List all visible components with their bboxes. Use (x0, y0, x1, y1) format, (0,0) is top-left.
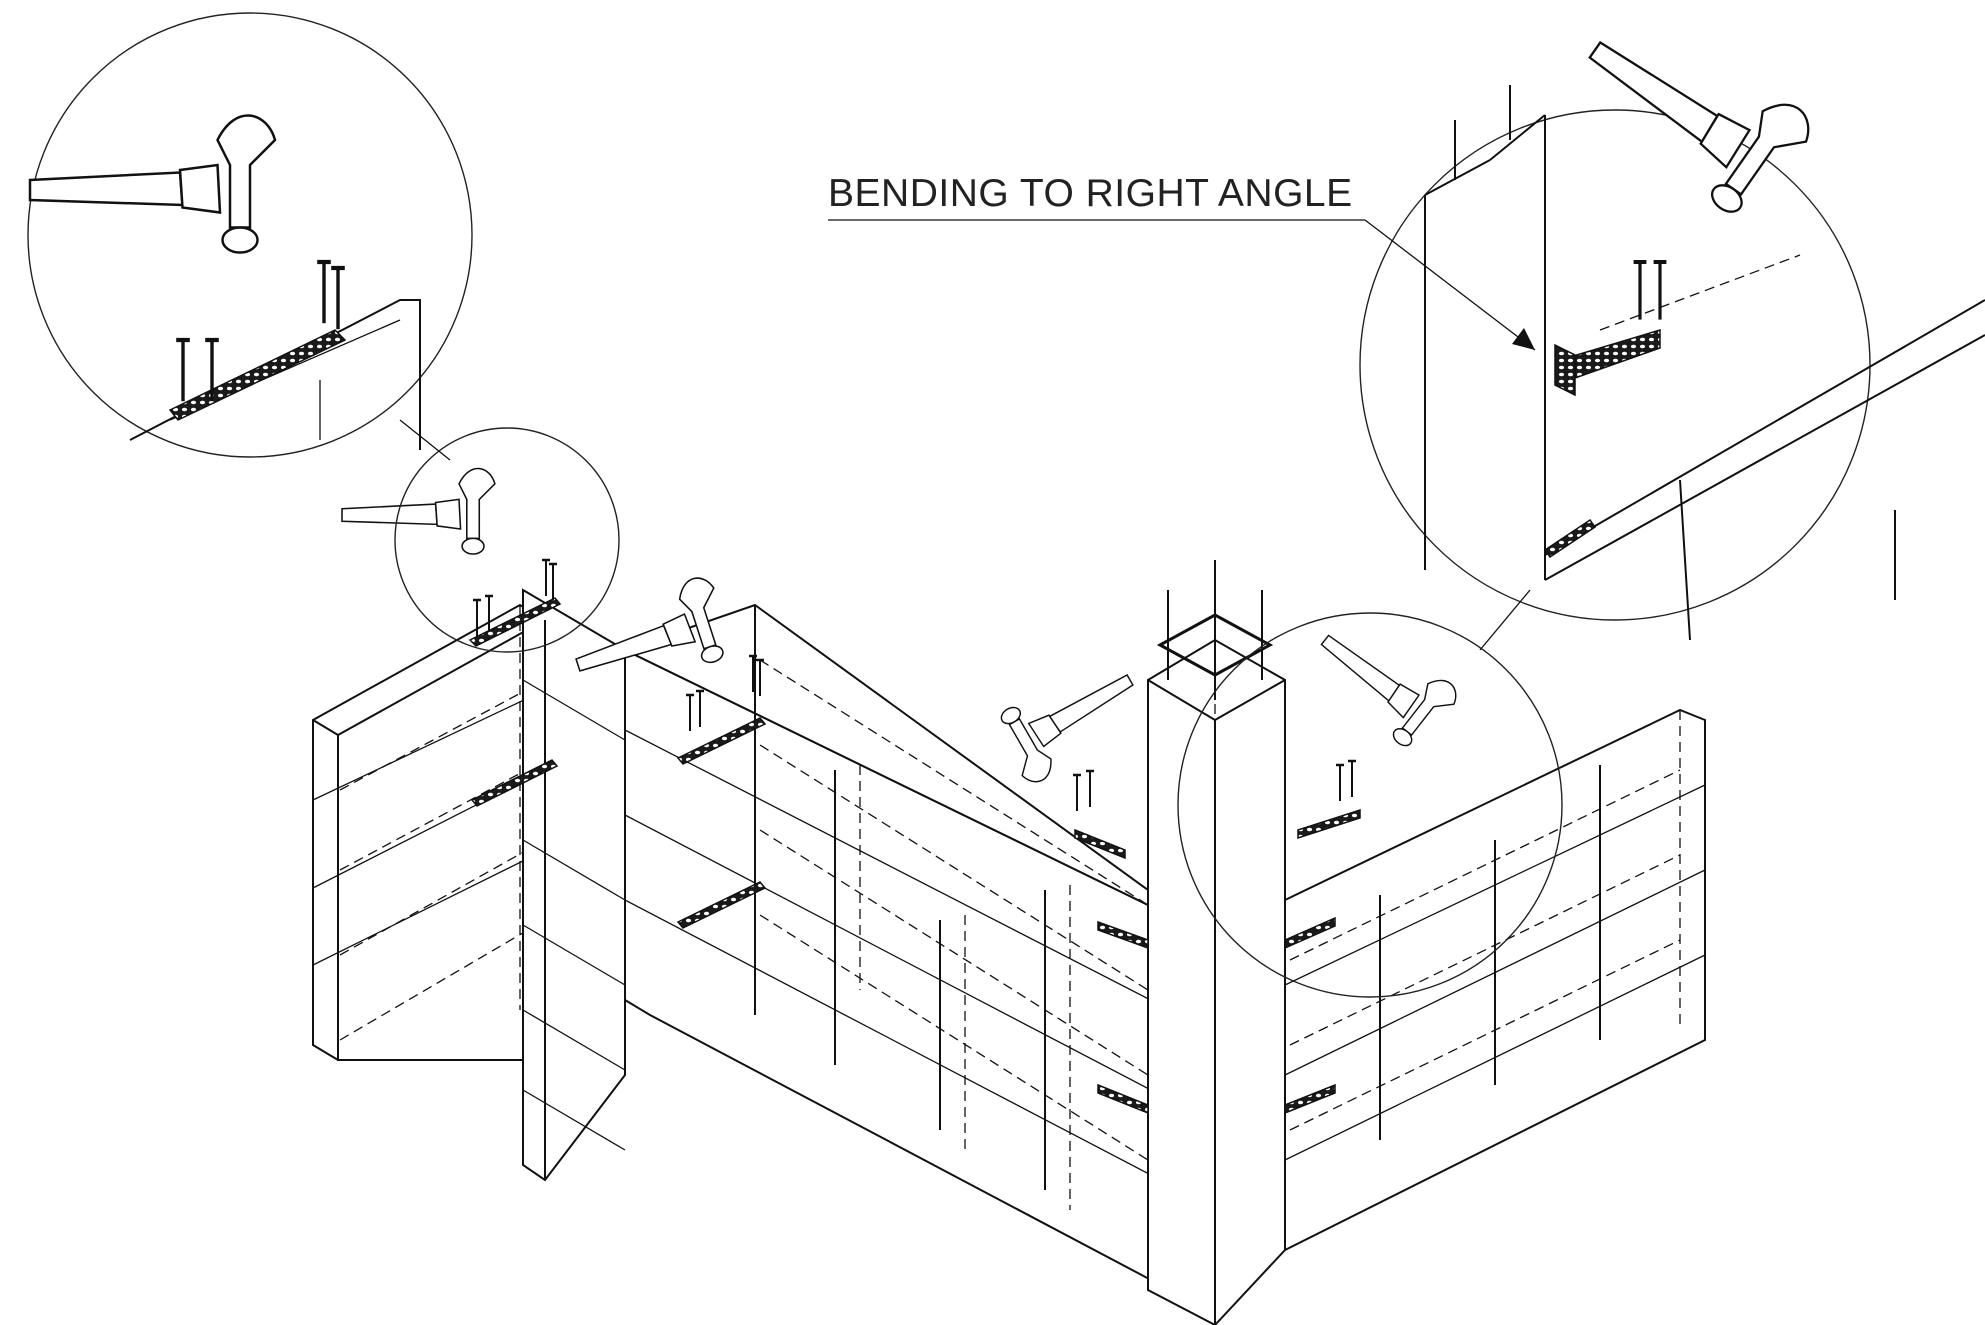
annotation-label: BENDING TO RIGHT ANGLE (828, 172, 1353, 215)
annotation-leader (828, 219, 1536, 351)
perforated-strip-icon (468, 597, 1361, 1115)
left-wall (312, 603, 546, 1061)
zoom-circle-right (1177, 0, 1985, 998)
middle-left-wall (522, 588, 626, 1182)
rebar-cage-icon (1156, 560, 1274, 700)
concrete-column (1147, 638, 1286, 1325)
right-wall (1284, 708, 1706, 1252)
zoom-circle-left (27, 12, 620, 653)
